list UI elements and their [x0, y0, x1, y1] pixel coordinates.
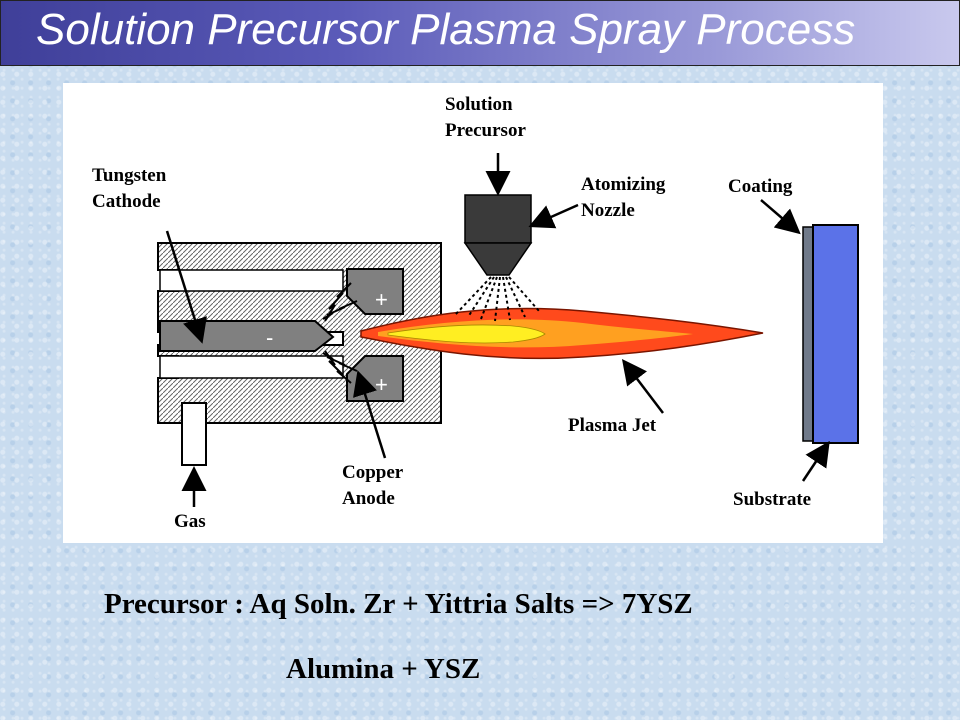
plasma-jet: [360, 307, 764, 360]
cathode: [159, 320, 335, 352]
substrate-plate: [812, 224, 859, 444]
label-copper-anode: Copper Anode: [342, 460, 403, 512]
diagram-svg: + + -: [157, 153, 859, 507]
slide-title: Solution Precursor Plasma Spray Process: [36, 5, 856, 54]
label-atomizing-nozzle: Atomizing Nozzle: [581, 172, 665, 224]
anode-top-plus: +: [375, 287, 388, 312]
label-solution-line1: Solution: [445, 94, 513, 115]
label-plasma-jet: Plasma Jet: [568, 415, 657, 436]
label-tungsten-cathode: Tungsten Cathode: [92, 163, 166, 215]
label-copper-line2: Anode: [342, 488, 395, 509]
title-bar: Solution Precursor Plasma Spray Process: [0, 0, 960, 66]
caption-precursor: Precursor : Aq Soln. Zr + Yittria Salts …: [104, 588, 693, 620]
label-atomizing-line2: Nozzle: [581, 200, 635, 221]
label-solution-line2: Precursor: [445, 120, 526, 141]
label-tungsten-line2: Cathode: [92, 191, 161, 212]
spray-cone: [454, 276, 540, 322]
coating-layer: [802, 226, 814, 442]
electric-arcs: [322, 282, 358, 384]
anode-bottom-plus: +: [375, 372, 388, 397]
diagram-panel: + + -: [63, 83, 883, 543]
pointer-arrows: [165, 153, 830, 507]
label-tungsten-line1: Tungsten: [92, 165, 167, 186]
gas-inlet-tube: [181, 402, 207, 466]
atomizing-nozzle: [463, 194, 533, 276]
label-substrate: Substrate: [733, 489, 812, 510]
label-gas: Gas: [174, 511, 206, 532]
cathode-minus: -: [266, 325, 273, 350]
label-copper-line1: Copper: [342, 462, 404, 483]
label-solution-precursor: Solution Precursor: [445, 92, 526, 144]
anode-top: [346, 268, 404, 315]
label-atomizing-line1: Atomizing: [581, 174, 666, 195]
label-coating: Coating: [728, 176, 793, 197]
caption-alumina: Alumina + YSZ: [286, 653, 481, 685]
